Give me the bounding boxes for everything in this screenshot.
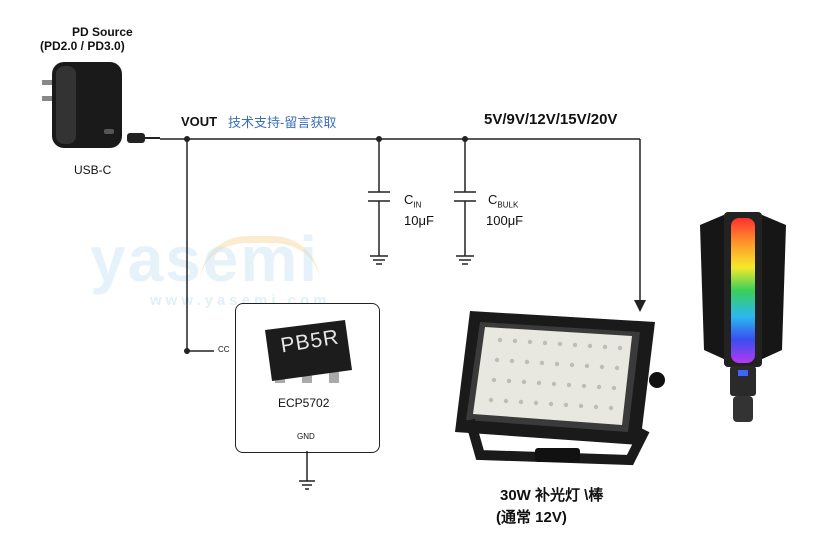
vout-label: VOUT — [181, 114, 218, 129]
junction-dot — [184, 348, 190, 354]
cin-label: CIN — [404, 192, 421, 210]
support-link[interactable]: 技术支持-留言获取 — [228, 115, 337, 130]
cin-name: C — [404, 192, 414, 207]
watermark-brand: yasemi — [90, 223, 320, 295]
cin-ground-symbol — [370, 255, 388, 265]
gnd-pin-label: GND — [297, 432, 315, 441]
watermark-logo: yasemi — [90, 222, 319, 296]
floodlight-icon — [455, 311, 665, 466]
light-wand-icon — [700, 212, 786, 422]
voltage-levels: 5V/9V/12V/15V/20V — [484, 111, 618, 128]
junction-dot — [376, 136, 382, 142]
cbulk-label: CBULK — [488, 192, 518, 210]
charger-icon — [42, 62, 160, 148]
ic-ground-symbol — [299, 480, 315, 490]
cbulk-ground-symbol — [456, 255, 474, 265]
cc-pin-label: CC — [218, 345, 230, 354]
cin-value: 10μF — [404, 213, 434, 228]
cbulk-value: 100μF — [486, 213, 524, 228]
load-subtitle: (通常 12V) — [496, 509, 567, 526]
load-title: 30W 补光灯 \棒 — [500, 487, 604, 504]
usb-c-label: USB-C — [74, 163, 112, 177]
junction-dot — [462, 136, 468, 142]
watermark-arc — [200, 236, 320, 283]
cin-subscript: IN — [413, 200, 422, 210]
load-arrow — [634, 300, 646, 312]
pd-protocol-label: (PD2.0 / PD3.0) — [40, 39, 125, 53]
junction-dot — [184, 136, 190, 142]
pd-source-title: PD Source — [72, 25, 133, 39]
ic-chip-icon — [265, 320, 352, 383]
chip-part-number: ECP5702 — [278, 396, 330, 410]
cbulk-subscript: BULK — [497, 200, 519, 210]
cbulk-name: C — [488, 192, 498, 207]
